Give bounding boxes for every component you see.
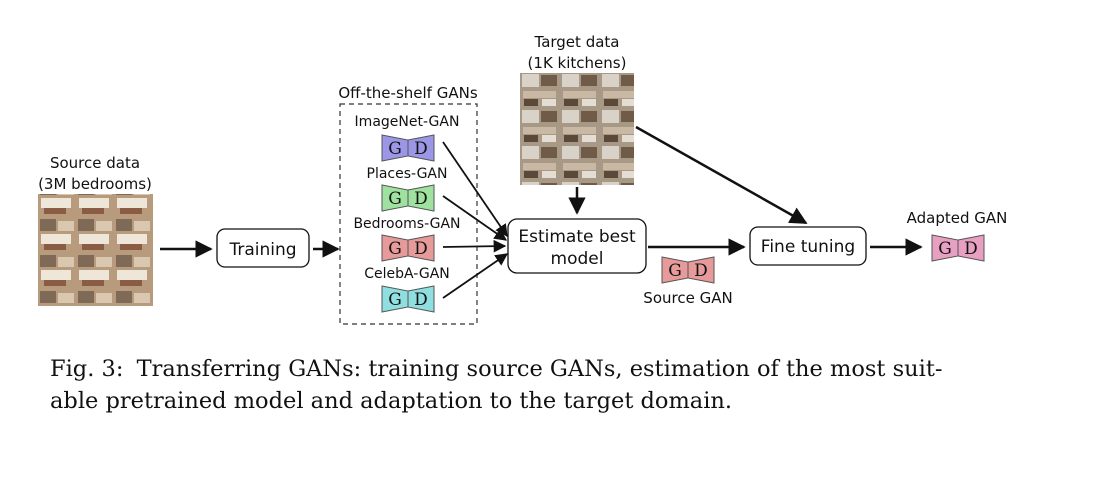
generator-letter: G [388, 139, 402, 159]
discriminator-letter: D [964, 239, 978, 259]
finetuning-box [749, 226, 867, 266]
discriminator-shape [687, 256, 715, 284]
source-gan-label: Source GAN [643, 289, 732, 307]
discriminator-letter: D [414, 189, 428, 209]
discriminator-shape [407, 234, 435, 262]
discriminator-shape [407, 134, 435, 162]
estimate-label-line1: Estimate best [518, 227, 636, 247]
gan-label-celeba: CelebA-GAN [364, 266, 450, 282]
generator-letter: G [388, 239, 402, 259]
figure-caption: Fig. 3: Transferring GANs: training sour… [50, 353, 1050, 417]
target-title-line1: Target data [534, 33, 620, 51]
gan-label-places: Places-GAN [367, 166, 448, 182]
generator-letter: G [668, 261, 682, 281]
gan-label-imagenet: ImageNet-GAN [355, 114, 460, 130]
training-label: Training [228, 240, 296, 260]
discriminator-letter: D [414, 139, 428, 159]
discriminator-shape [407, 285, 435, 313]
generator-letter: G [388, 290, 402, 310]
estimate-box [507, 218, 647, 274]
source-image-grid [38, 194, 153, 306]
arrow-places-to-estimate [442, 195, 508, 241]
arrow-imagenet-to-estimate [442, 141, 508, 238]
finetuning-label: Fine tuning [761, 237, 855, 257]
discriminator-letter: D [414, 290, 428, 310]
discriminator-letter: D [414, 239, 428, 259]
generator-letter: G [938, 239, 952, 259]
gan-label-bedrooms: Bedrooms-GAN [353, 216, 460, 232]
source-title-line2: (3M bedrooms) [38, 175, 152, 193]
discriminator-shape [407, 184, 435, 212]
caption-text-line1: Transferring GANs: training source GANs,… [136, 356, 943, 382]
arrow-target-to-finetuning [635, 125, 808, 225]
adapted-gan-label: Adapted GAN [907, 209, 1008, 227]
gans-group-box [339, 103, 478, 325]
estimate-label-line2: model [551, 249, 604, 269]
pipeline-diagram: Source data (3M bedrooms) Training Off-t… [38, 33, 1008, 325]
caption-figure-number: Fig. 3: [50, 356, 124, 382]
discriminator-letter: D [694, 261, 708, 281]
gans-group-title: Off-the-shelf GANs [338, 84, 477, 102]
training-box [216, 228, 310, 268]
arrow-bedrooms-to-estimate [442, 239, 507, 253]
target-image-grid [520, 73, 634, 185]
discriminator-shape [957, 234, 985, 262]
generator-letter: G [388, 189, 402, 209]
caption-line-1: Fig. 3: Transferring GANs: training sour… [50, 353, 1050, 385]
arrow-celeba-to-estimate [442, 253, 509, 299]
target-title-line2: (1K kitchens) [528, 54, 627, 72]
source-title-line1: Source data [50, 154, 140, 172]
caption-line-2: able pretrained model and adaptation to … [50, 388, 733, 414]
